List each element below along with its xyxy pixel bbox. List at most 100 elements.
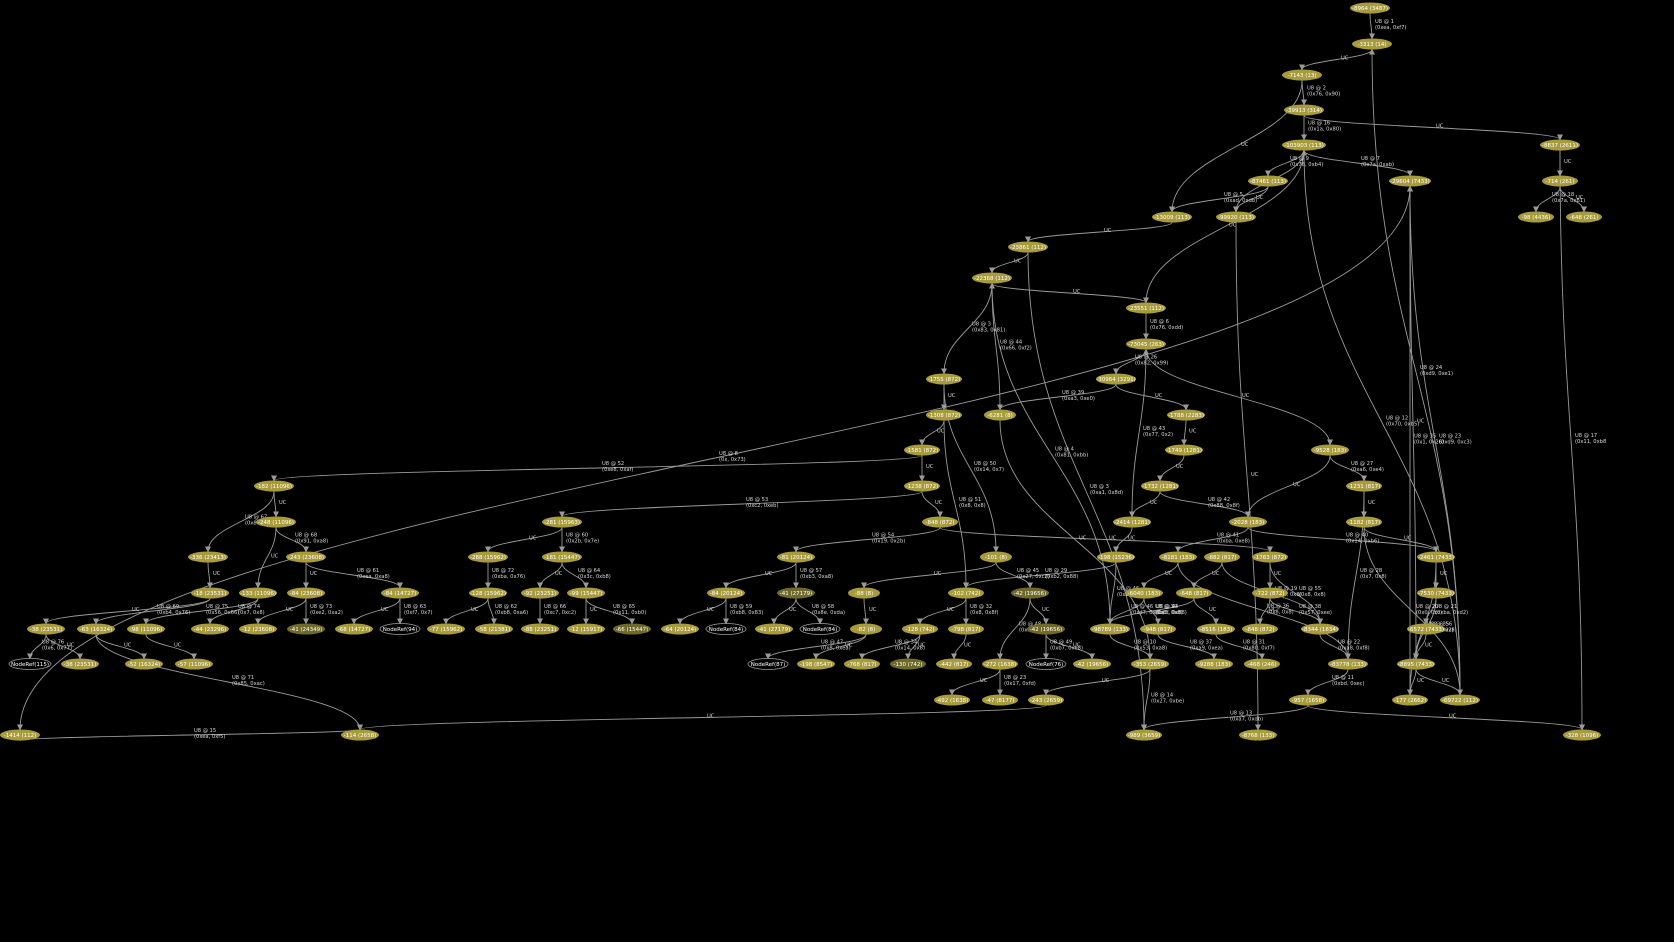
node-ellipse[interactable] (904, 444, 940, 456)
node-ellipse[interactable] (191, 587, 229, 599)
node-ellipse[interactable] (125, 658, 163, 670)
node-ellipse[interactable] (926, 409, 962, 421)
graph-node[interactable]: NodeRef(115) (8, 658, 52, 670)
node-ellipse[interactable] (1389, 175, 1431, 187)
graph-node[interactable]: -989 (3659) (1126, 729, 1162, 741)
node-ellipse[interactable] (1008, 241, 1048, 253)
graph-node[interactable]: -42 (19656) (1073, 658, 1111, 670)
node-ellipse[interactable] (1542, 175, 1578, 187)
node-ellipse[interactable] (381, 587, 419, 599)
node-ellipse[interactable] (1289, 694, 1327, 706)
graph-node[interactable]: -6281 (8) (984, 409, 1016, 421)
node-ellipse[interactable] (188, 551, 228, 563)
node-ellipse[interactable] (948, 587, 984, 599)
node-ellipse[interactable] (1397, 658, 1435, 670)
graph-node[interactable]: -13009 (113) (1152, 211, 1192, 223)
node-ellipse[interactable] (254, 480, 294, 492)
graph-node[interactable]: -353 (2659) (1131, 658, 1169, 670)
graph-node[interactable]: -177 (2662) (1392, 694, 1428, 706)
node-ellipse[interactable] (1244, 658, 1280, 670)
graph-node[interactable]: -8837 (2611) (1540, 139, 1580, 151)
node-ellipse[interactable] (1392, 694, 1428, 706)
graph-node[interactable]: -492 (1638) (934, 694, 970, 706)
graph-node[interactable]: -848 (872) (922, 516, 958, 528)
graph-node[interactable]: NodeRef(87) (747, 658, 789, 670)
node-ellipse[interactable] (1113, 516, 1151, 528)
node-ellipse[interactable] (1131, 658, 1169, 670)
node-ellipse[interactable] (1126, 338, 1166, 350)
node-ellipse[interactable] (542, 551, 582, 563)
graph-node[interactable]: -1182 (817) (1346, 516, 1382, 528)
graph-node[interactable]: -714 (261) (1542, 175, 1578, 187)
graph-node[interactable]: -198 (15236) (1097, 551, 1135, 563)
node-ellipse[interactable] (1282, 69, 1322, 81)
graph-node[interactable]: -103903 (113) (1282, 139, 1326, 151)
graph-node[interactable]: -2414 (1281) (1113, 516, 1151, 528)
node-ellipse[interactable] (922, 516, 958, 528)
node-ellipse[interactable] (335, 623, 373, 635)
node-ellipse[interactable] (1328, 658, 1368, 670)
node-ellipse[interactable] (341, 729, 379, 741)
graph-node[interactable]: -22368 (112) (972, 272, 1012, 284)
graph-node[interactable]: -9288 (183) (1195, 658, 1233, 670)
graph-node[interactable]: -77 (15962) (427, 623, 465, 635)
graph-node[interactable]: -98 (4436) (1518, 211, 1554, 223)
node-ellipse[interactable] (1252, 587, 1288, 599)
graph-node[interactable]: -29604 (7433) (1389, 175, 1431, 187)
graph-node[interactable]: -442 (817) (936, 658, 972, 670)
graph-node[interactable]: -1581 (872) (904, 444, 940, 456)
graph-node[interactable]: -23551 (112) (1126, 302, 1166, 314)
graph-node[interactable]: -64 (20124) (661, 623, 699, 635)
node-ellipse[interactable] (1440, 694, 1480, 706)
graph-node[interactable]: -98789 (133) (1090, 623, 1130, 635)
node-ellipse[interactable] (1097, 551, 1135, 563)
graph-node[interactable]: -1732 (1281) (1141, 480, 1179, 492)
graph-node[interactable]: -83778 (133) (1328, 658, 1368, 670)
graph-node[interactable]: -41 (24349) (287, 623, 325, 635)
node-ellipse[interactable] (542, 516, 582, 528)
node-ellipse[interactable] (1563, 729, 1601, 741)
graph-node[interactable]: -248 (11096) (256, 516, 296, 528)
node-ellipse[interactable] (777, 587, 815, 599)
graph-node[interactable]: -8964 (3487) (1350, 2, 1390, 14)
node-ellipse[interactable] (797, 658, 835, 670)
node-ellipse[interactable] (934, 694, 970, 706)
graph-node[interactable]: -6572 (7433) (1407, 623, 1445, 635)
node-ellipse[interactable] (239, 587, 277, 599)
graph-node[interactable]: -128 (15962) (469, 587, 507, 599)
graph-node[interactable]: -63 (16324) (77, 623, 115, 635)
node-ellipse[interactable] (427, 623, 465, 635)
graph-node[interactable]: -73045 (263) (1126, 338, 1166, 350)
node-ellipse[interactable] (256, 516, 296, 528)
graph-node[interactable]: -133 (11096) (239, 587, 277, 599)
node-ellipse[interactable] (972, 272, 1012, 284)
graph-node[interactable]: -9528 (183) (1311, 444, 1349, 456)
node-ellipse[interactable] (1090, 623, 1130, 635)
graph-node[interactable]: -468 (246) (1244, 658, 1280, 670)
node-ellipse[interactable] (982, 694, 1018, 706)
graph-node[interactable]: NodeRef(84) (705, 623, 747, 635)
graph-node[interactable]: -23861 (112) (1008, 241, 1048, 253)
graph-node[interactable]: -1231 (817) (1346, 480, 1382, 492)
node-ellipse[interactable] (1165, 444, 1203, 456)
node-ellipse[interactable] (1073, 658, 1111, 670)
graph-node[interactable]: -1414 (112) (0, 729, 40, 741)
node-ellipse[interactable] (799, 623, 841, 635)
node-ellipse[interactable] (1417, 587, 1455, 599)
node-ellipse[interactable] (1346, 480, 1382, 492)
graph-node[interactable]: -38 (23531) (27, 623, 65, 635)
graph-node[interactable]: -768 (817) (844, 658, 880, 670)
graph-node[interactable]: -30964 (3291) (1096, 373, 1136, 385)
node-ellipse[interactable] (777, 551, 815, 563)
node-ellipse[interactable] (1229, 516, 1267, 528)
node-ellipse[interactable] (613, 623, 651, 635)
node-ellipse[interactable] (1141, 480, 1179, 492)
graph-node[interactable]: -128 (742) (902, 623, 938, 635)
graph-node[interactable]: -3313 (14) (1352, 38, 1392, 50)
node-ellipse[interactable] (1407, 623, 1445, 635)
node-ellipse[interactable] (1301, 623, 1339, 635)
node-ellipse[interactable] (61, 658, 99, 670)
node-ellipse[interactable] (1252, 551, 1288, 563)
graph-node[interactable]: -84 (14727) (381, 587, 419, 599)
node-ellipse[interactable] (1346, 516, 1382, 528)
